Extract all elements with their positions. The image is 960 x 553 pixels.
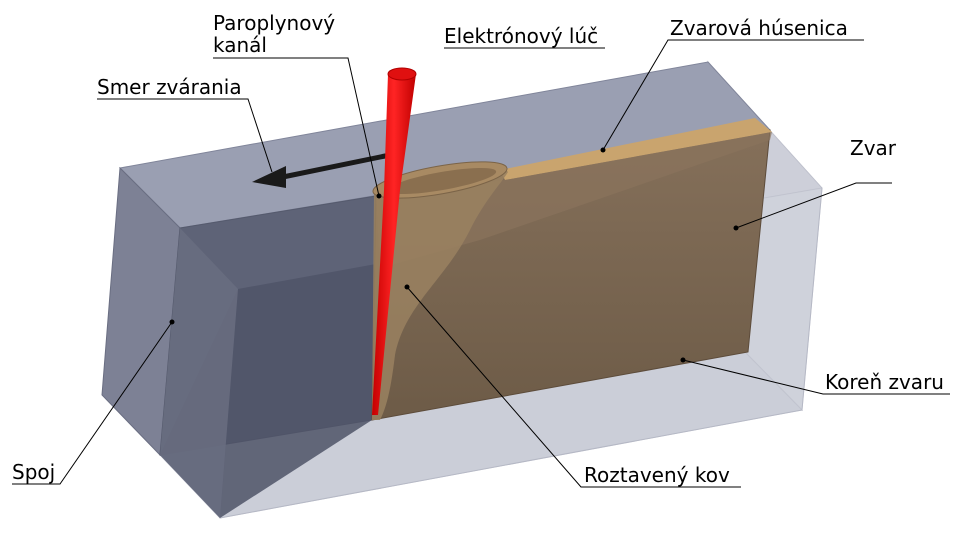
leader-husenica xyxy=(602,39,864,151)
label-smer-zvarania: Smer zvárania xyxy=(97,75,242,99)
label-zvar: Zvar xyxy=(850,136,897,160)
leader-paroplynovy xyxy=(213,57,380,197)
weld-zone xyxy=(371,118,772,421)
leader-koren xyxy=(682,359,950,395)
leader-spoj xyxy=(12,321,173,485)
molten-metal xyxy=(372,168,508,420)
weld-body-upper xyxy=(376,132,772,268)
beam-cone xyxy=(372,74,416,415)
block-inner-left xyxy=(160,228,238,518)
label-spoj: Spoj xyxy=(12,460,56,484)
label-zvarova-husenica: Zvarová húsenica xyxy=(670,16,848,40)
weld-bead-top xyxy=(500,118,772,180)
label-roztaveny-kov: Roztavený kov xyxy=(584,463,730,487)
leader-smer xyxy=(97,98,273,173)
leader-lines xyxy=(12,39,950,488)
welding-direction-arrow xyxy=(252,153,388,188)
leader-dots xyxy=(169,147,739,363)
leader-roztaveny xyxy=(406,286,741,488)
electron-beam xyxy=(372,67,417,415)
opaque-workpiece xyxy=(101,61,771,518)
label-paroplynovy-line1: Paroplynový xyxy=(213,11,336,35)
weld-pool-inner xyxy=(387,167,497,195)
label-elektronovy-luc: Elektrónový lúč xyxy=(444,24,599,48)
label-koren-zvaru: Koreň zvaru xyxy=(825,370,944,394)
beam-top-ellipse xyxy=(387,67,417,81)
label-paroplynovy-line2: kanál xyxy=(213,33,267,57)
leader-zvar xyxy=(735,182,892,229)
